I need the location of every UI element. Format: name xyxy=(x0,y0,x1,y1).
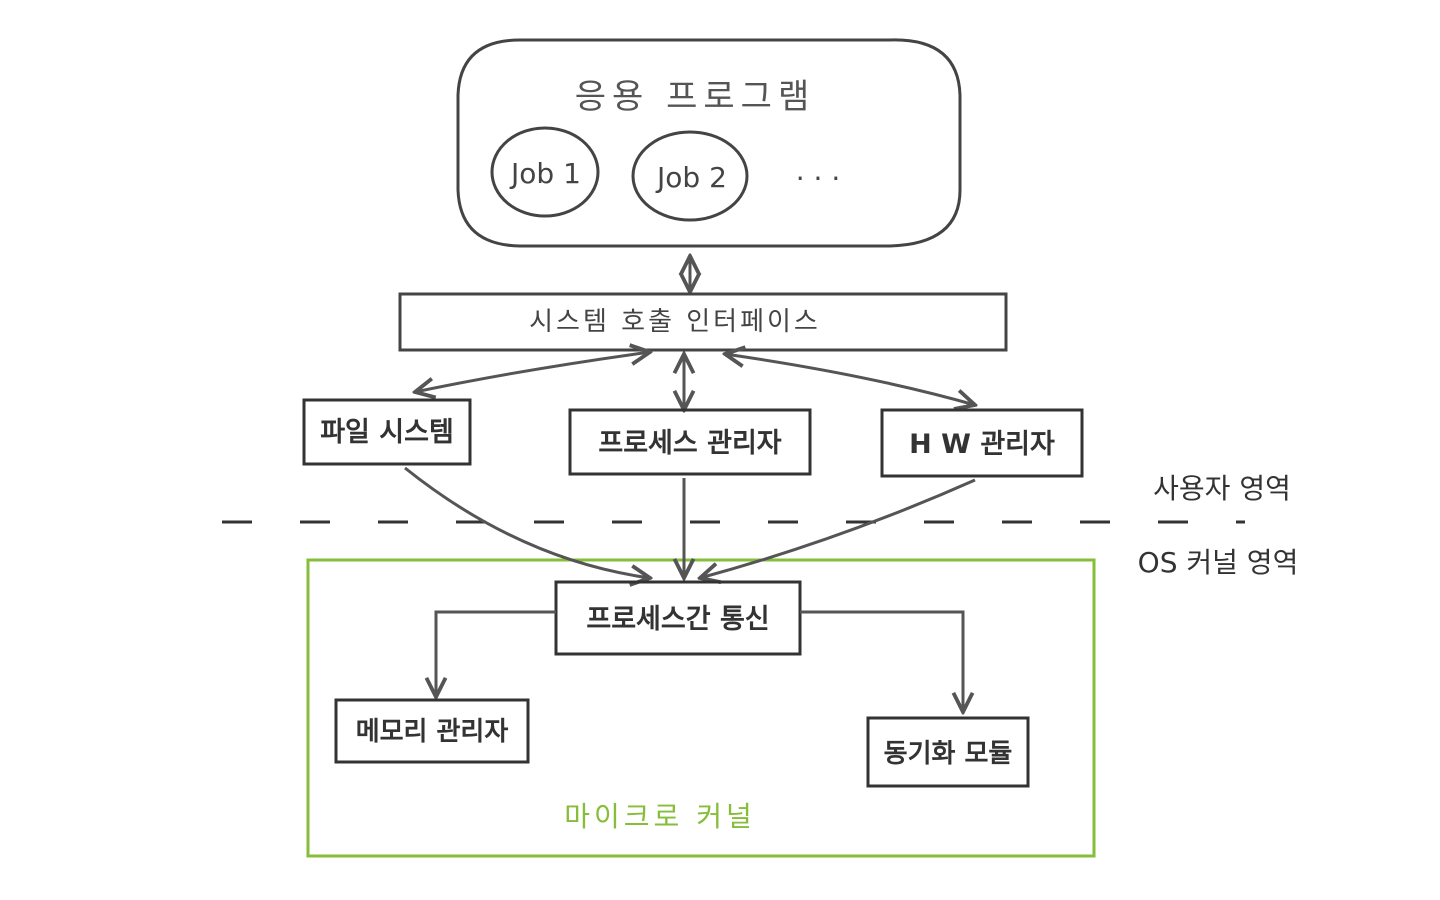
user-region-label: 사용자 영역 xyxy=(1153,472,1291,505)
ellipsis: . . . xyxy=(796,154,841,187)
sync-module-box: 동기화 모듈 xyxy=(866,716,1030,788)
filesystem-ipc-arrow xyxy=(404,466,650,578)
ipc-box: 프로세스간 통신 xyxy=(554,580,802,656)
file-system-box: 파일 시스템 xyxy=(302,398,472,466)
ipc-memory-arrow xyxy=(436,610,556,697)
memory-manager-box: 메모리 관리자 xyxy=(334,698,530,764)
application-box: 응용 프로그램 Job 1 Job 2 . . . xyxy=(456,38,962,248)
hw-manager-box: H W 관리자 xyxy=(880,408,1084,478)
syscall-label: 시스템 호출 인터페이스 xyxy=(529,307,821,337)
ipc-sync-arrow xyxy=(800,610,963,712)
process-manager-label: 프로세스 관리자 xyxy=(598,428,781,459)
kernel-region-label: OS 커널 영역 xyxy=(1138,546,1299,579)
microkernel-label: 마이크로 커널 xyxy=(564,800,755,833)
job2-circle xyxy=(631,130,749,222)
memory-manager-label: 메모리 관리자 xyxy=(356,717,509,747)
hw-manager-label: H W 관리자 xyxy=(909,429,1055,460)
microkernel-box xyxy=(306,558,1096,858)
file-system-label: 파일 시스템 xyxy=(320,417,454,448)
job1-circle xyxy=(490,126,600,218)
ipc-label: 프로세스간 통신 xyxy=(586,604,769,635)
process-manager-box: 프로세스 관리자 xyxy=(568,408,812,476)
application-title: 응용 프로그램 xyxy=(575,77,816,117)
job1-label: Job 1 xyxy=(509,157,581,190)
job2-label: Job 2 xyxy=(655,161,727,194)
syscall-interface-box: 시스템 호출 인터페이스 xyxy=(398,292,1008,352)
syscall-filesystem-arrow xyxy=(415,352,650,392)
sync-module-label: 동기화 모듈 xyxy=(884,739,1013,769)
syscall-hw-arrow xyxy=(725,354,975,405)
hw-ipc-arrow xyxy=(700,478,976,578)
